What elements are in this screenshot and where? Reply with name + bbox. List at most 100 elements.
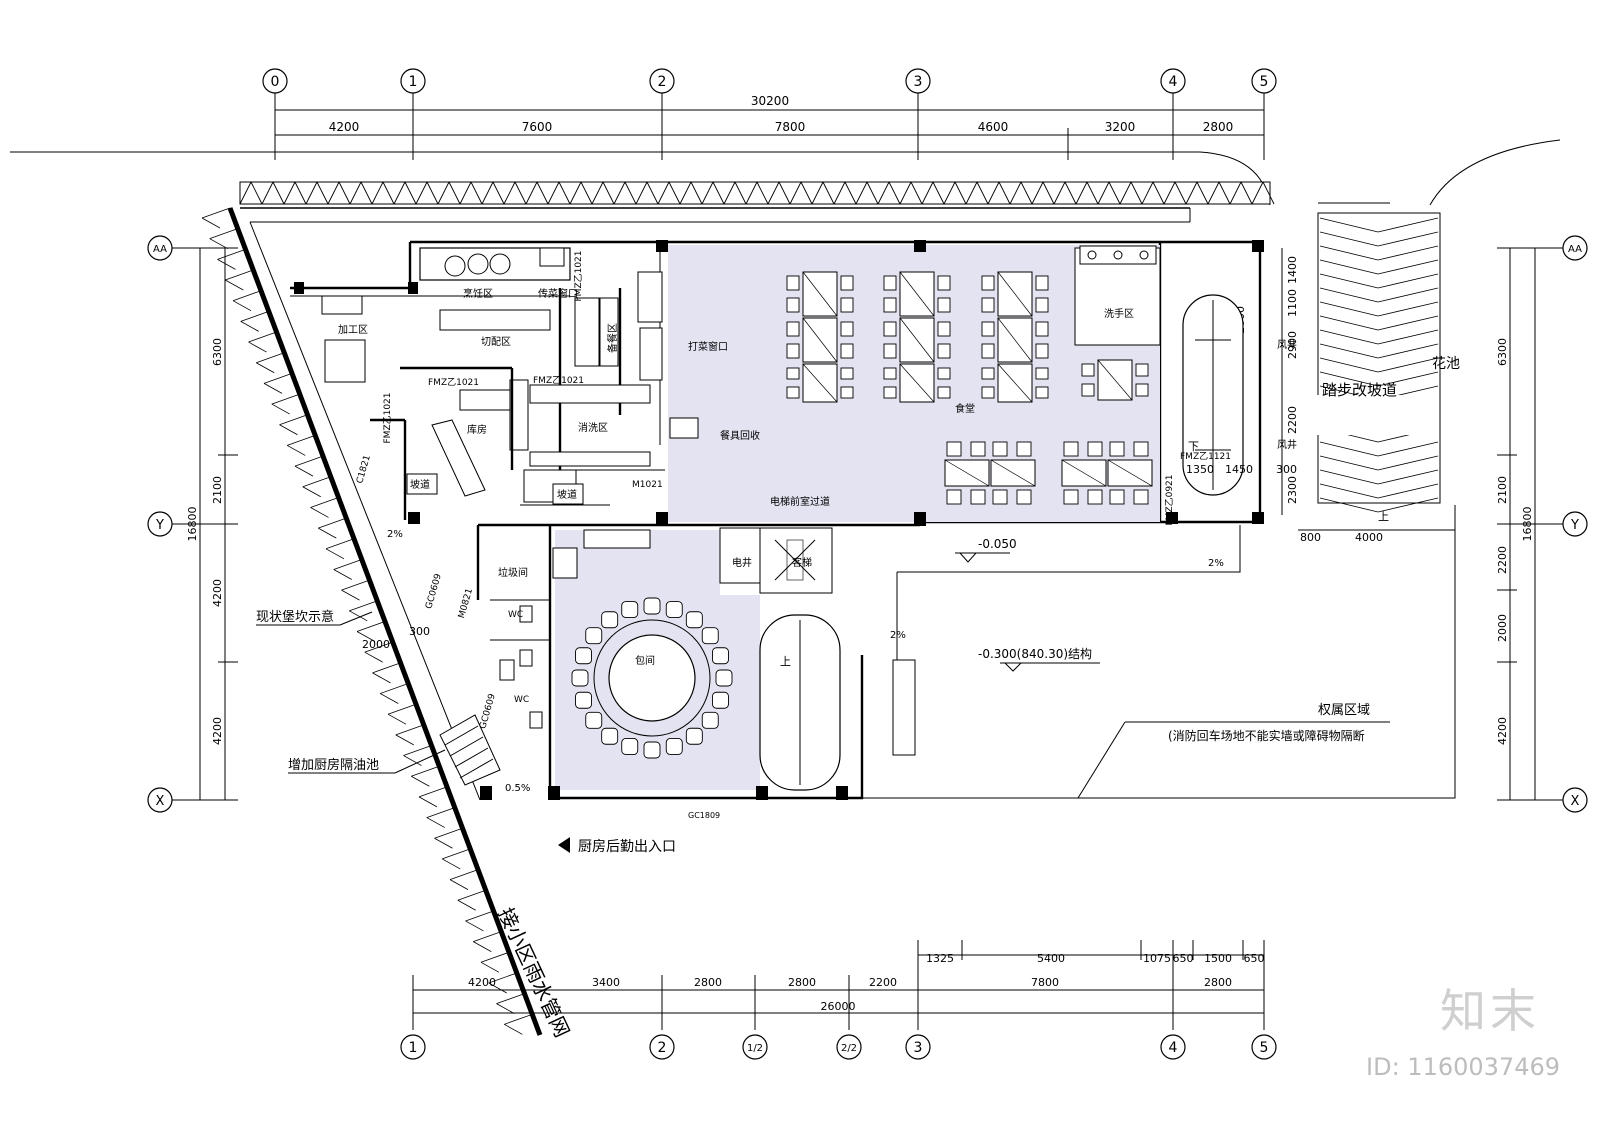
bottom-dim: 3400 <box>592 976 620 989</box>
axis-bubble-bottom-1: 1 <box>400 1034 426 1060</box>
kitchen-entry-label: 厨房后勤出入口 <box>578 839 676 855</box>
slope-percent: 2% <box>890 630 906 641</box>
top-dim: 3200 <box>1105 120 1136 134</box>
chair <box>840 343 854 359</box>
chair <box>1081 383 1095 397</box>
existing-slope-note: 现状堡坎示意 <box>256 609 334 625</box>
top-dim: 4600 <box>978 120 1009 134</box>
retaining-wall-top <box>239 181 1275 205</box>
axis-bubble-left-Y: Y <box>147 511 173 537</box>
left-dim: 4200 <box>211 717 224 745</box>
room-labels: 烹饪区 传菜窗口 加工区 切配区 备餐区 打菜窗口 库房 消洗区 餐具回收 食堂… <box>338 287 1297 705</box>
chair <box>786 343 800 359</box>
chair <box>1016 489 1032 505</box>
door-code: GC1809 <box>688 811 720 820</box>
axis-bubble-left-X: X <box>147 787 173 813</box>
room-label-elevator-hall: 电梯前室过道 <box>770 495 830 508</box>
axis-bubble-top-3: 3 <box>905 68 931 94</box>
room-label-handwash: 洗手区 <box>1104 307 1134 320</box>
door-code: FMZ乙1021 <box>533 375 584 386</box>
svg-text:2/2: 2/2 <box>841 1043 857 1054</box>
room-label-storage: 库房 <box>467 423 487 436</box>
chair <box>937 321 951 337</box>
chair <box>665 738 683 755</box>
svg-text:5: 5 <box>1260 74 1269 90</box>
chair <box>701 711 719 729</box>
dining-table <box>786 317 854 363</box>
chair <box>840 386 854 399</box>
level-labels: -0.050 -0.300(840.30)结构 <box>955 537 1100 672</box>
ramp-label: 坡道 <box>410 478 430 491</box>
room-label-canteen: 食堂 <box>955 402 975 415</box>
svg-text:3: 3 <box>914 74 923 90</box>
chair <box>970 489 986 505</box>
slope-percent: 0.5% <box>505 783 530 794</box>
stair-down-label: 下 <box>1188 440 1199 453</box>
room-label-air-shaft: 风井 <box>1277 338 1297 351</box>
canteen-furniture <box>786 271 1153 505</box>
room-label-garbage: 垃圾间 <box>498 566 528 579</box>
top-dim: 7600 <box>522 120 553 134</box>
bottom-axis-bubbles: 1 2 1/2 2/2 3 4 5 <box>400 1034 1277 1060</box>
chair <box>1135 383 1149 397</box>
bottom-dimensions: 1325 5400 1075 650 1500 650 4200 3400 28… <box>412 940 1265 1030</box>
chair <box>883 343 897 359</box>
dining-table <box>981 271 1049 317</box>
room-label-cooking: 烹饪区 <box>463 287 493 300</box>
bottom-upper-dim: 650 <box>1173 952 1194 965</box>
top-dim: 2800 <box>1203 120 1234 134</box>
chair <box>937 275 951 291</box>
chair <box>883 321 897 337</box>
grease-trap-note: 增加厨房隔油池 <box>288 757 379 773</box>
svg-text:Y: Y <box>155 518 164 533</box>
dining-table <box>981 363 1049 403</box>
fire-note: (消防回车场地不能实墙或障碍物隔断 <box>1168 728 1365 743</box>
room-label-prep: 备餐区 <box>606 323 619 353</box>
right-dim: 2200 <box>1496 546 1509 574</box>
ramp-area: 踏步改坡道 花池 上 <box>1300 202 1460 523</box>
chair <box>1133 489 1149 505</box>
chair <box>1035 343 1049 359</box>
chair <box>1035 367 1049 380</box>
chair <box>621 601 639 618</box>
chair <box>1035 275 1049 291</box>
slope-percents: 2% 2% 2% 0.5% <box>387 529 1224 794</box>
door-code: FMZ乙1021 <box>573 250 584 301</box>
room-label-processing: 加工区 <box>338 324 368 336</box>
door-code: FMZ乙0921 <box>1164 474 1175 525</box>
chair <box>1063 489 1079 505</box>
chair <box>937 343 951 359</box>
chair <box>665 601 683 618</box>
room-label-wc: WC <box>514 695 529 705</box>
chair <box>786 275 800 291</box>
inner-dim: 2900 <box>1286 331 1299 359</box>
bottom-dim: 7800 <box>1031 976 1059 989</box>
svg-text:1: 1 <box>409 1040 418 1056</box>
dining-table <box>883 317 951 363</box>
chair <box>992 441 1008 457</box>
right-dim: 4200 <box>1496 717 1509 745</box>
axis-bubble-top-5: 5 <box>1251 68 1277 94</box>
bottom-dim: 2800 <box>788 976 816 989</box>
inner-dim: 1400 <box>1286 256 1299 284</box>
cutting-bench <box>439 309 551 331</box>
bottom-upper-dim: 650 <box>1244 952 1265 965</box>
chair <box>571 669 589 687</box>
bottom-upper-dim: 1325 <box>926 952 954 965</box>
bottom-dim: 2800 <box>1204 976 1232 989</box>
right-dimensions: 16800 6300 2100 2200 2000 4200 <box>1496 247 1563 801</box>
chair <box>585 627 603 645</box>
axis-bubble-bottom-2: 2 <box>649 1034 675 1060</box>
svg-text:1/2: 1/2 <box>747 1043 763 1054</box>
door-code: C1821 <box>355 454 373 485</box>
inner-dim: 2300 <box>1286 476 1299 504</box>
left-dimensions: 16800 6300 2100 4200 4200 <box>172 247 238 801</box>
top-total-dim: 30200 <box>751 94 789 108</box>
grease-trap <box>439 714 501 786</box>
chair <box>585 711 603 729</box>
chair <box>786 297 800 313</box>
chair <box>1081 363 1095 377</box>
dining-table <box>981 317 1049 363</box>
axis-bubble-right-X: X <box>1562 787 1588 813</box>
slope-percent: 2% <box>387 529 403 540</box>
